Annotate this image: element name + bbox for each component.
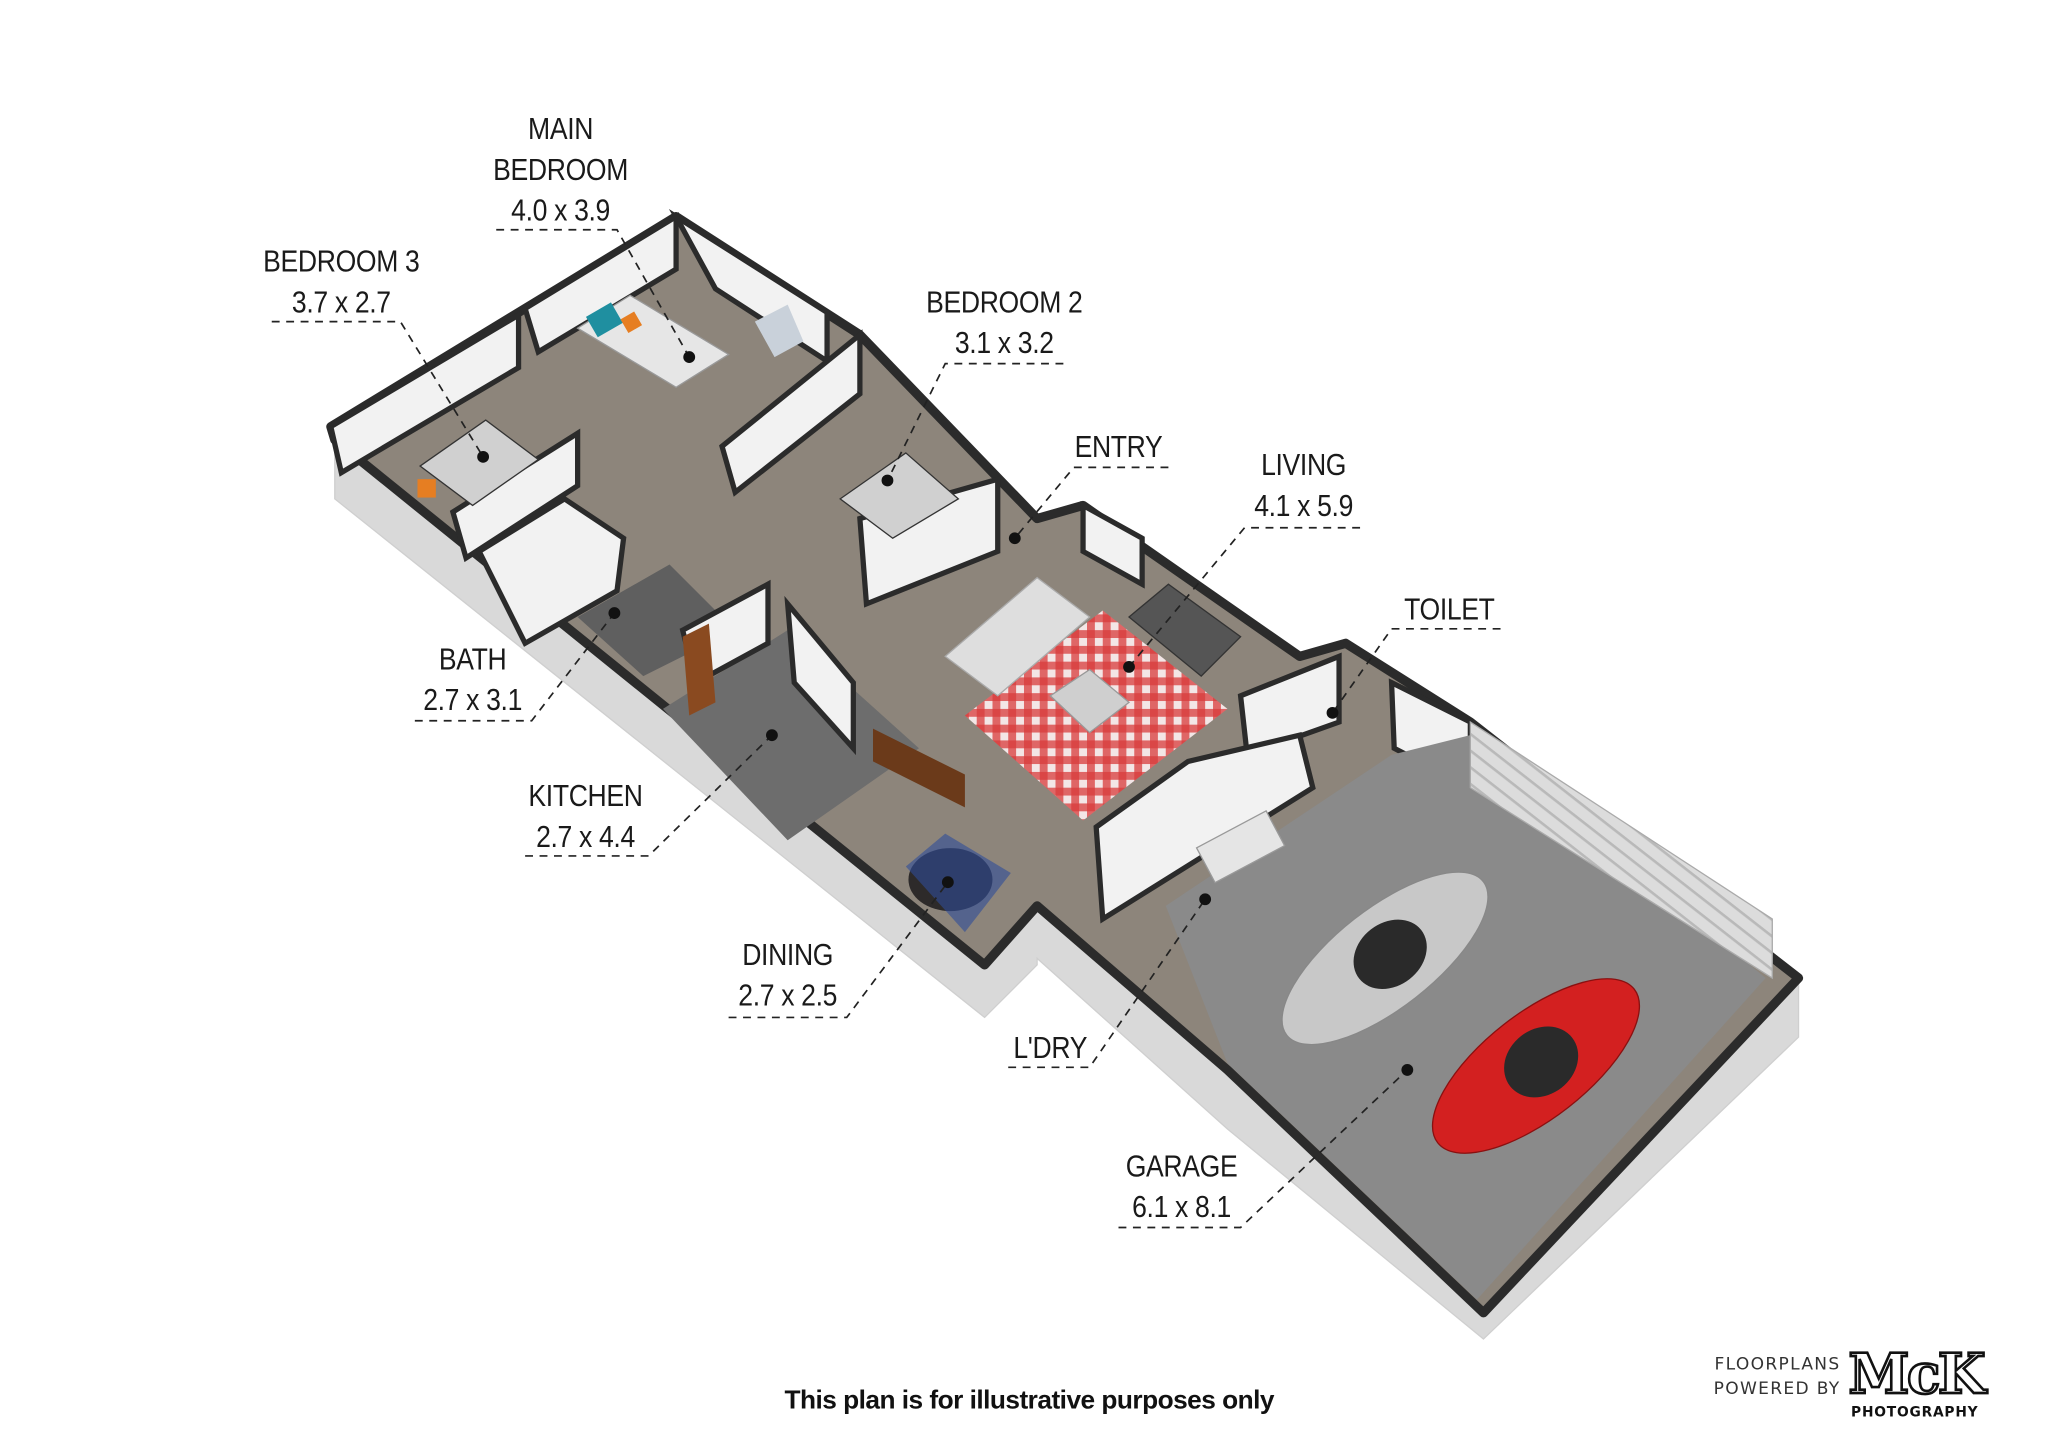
kitchen-tiles xyxy=(662,630,919,841)
label-kitchen: KITCHEN 2.7 x 4.4 xyxy=(528,776,643,857)
room-name: DINING xyxy=(742,937,834,972)
room-name: BEDROOM xyxy=(493,152,629,187)
room-name: BEDROOM 2 xyxy=(926,284,1083,320)
label-bedroom-3: BEDROOM 3 3.7 x 2.7 xyxy=(263,242,420,323)
label-garage: GARAGE 6.1 x 8.1 xyxy=(1126,1146,1238,1227)
logo-sub: PHOTOGRAPHY xyxy=(1851,1404,1979,1421)
room-dims: 4.1 x 5.9 xyxy=(1254,488,1354,523)
logo-tagline: FLOORPLANS POWERED BY xyxy=(1694,1352,1841,1402)
label-entry: ENTRY xyxy=(1075,427,1163,468)
room-dims: 3.7 x 2.7 xyxy=(291,284,391,320)
room-name: ENTRY xyxy=(1074,429,1163,464)
logo-tagline-line: FLOORPLANS xyxy=(1714,1354,1841,1375)
room-dims: 6.1 x 8.1 xyxy=(1132,1189,1231,1224)
room-name: BATH xyxy=(438,641,507,677)
disclaimer-text: This plan is for illustrative purposes o… xyxy=(784,1386,1275,1416)
label-bath: BATH 2.7 x 3.1 xyxy=(423,639,522,720)
logo-brand: McK xyxy=(1847,1340,1987,1407)
room-name: MAIN xyxy=(528,111,594,146)
mck-photography-logo: FLOORPLANS POWERED BY McK PHOTOGRAPHY xyxy=(1694,1340,2029,1429)
garage-door xyxy=(1469,720,1773,980)
room-dims: 2.7 x 3.1 xyxy=(423,682,523,717)
room-name: TOILET xyxy=(1404,592,1495,627)
room-name: LIVING xyxy=(1261,447,1347,482)
room-name: GARAGE xyxy=(1125,1148,1238,1183)
label-dining: DINING 2.7 x 2.5 xyxy=(738,935,837,1016)
car-red xyxy=(1431,978,1641,1154)
room-name: BEDROOM 3 xyxy=(263,244,420,279)
room-dims: 3.1 x 3.2 xyxy=(954,325,1054,360)
label-living: LIVING 4.1 x 5.9 xyxy=(1254,445,1353,526)
logo-tagline-line: POWERED BY xyxy=(1713,1379,1841,1400)
furniture xyxy=(417,294,1286,933)
label-bedroom-2: BEDROOM 2 3.1 x 3.2 xyxy=(926,282,1083,363)
label-laundry: L'DRY xyxy=(1013,1028,1087,1069)
room-markers xyxy=(477,351,1414,1076)
car-silver xyxy=(1281,871,1489,1046)
room-name: L'DRY xyxy=(1013,1030,1088,1065)
label-main-bedroom: MAIN BEDROOM 4.0 x 3.9 xyxy=(493,109,628,231)
leader-lines xyxy=(271,228,1501,1229)
room-dims: 4.0 x 3.9 xyxy=(511,192,610,228)
label-toilet: TOILET xyxy=(1404,589,1495,630)
room-dims: 2.7 x 4.4 xyxy=(536,819,635,854)
room-dims: 2.7 x 2.5 xyxy=(738,978,838,1013)
room-name: KITCHEN xyxy=(528,778,643,813)
